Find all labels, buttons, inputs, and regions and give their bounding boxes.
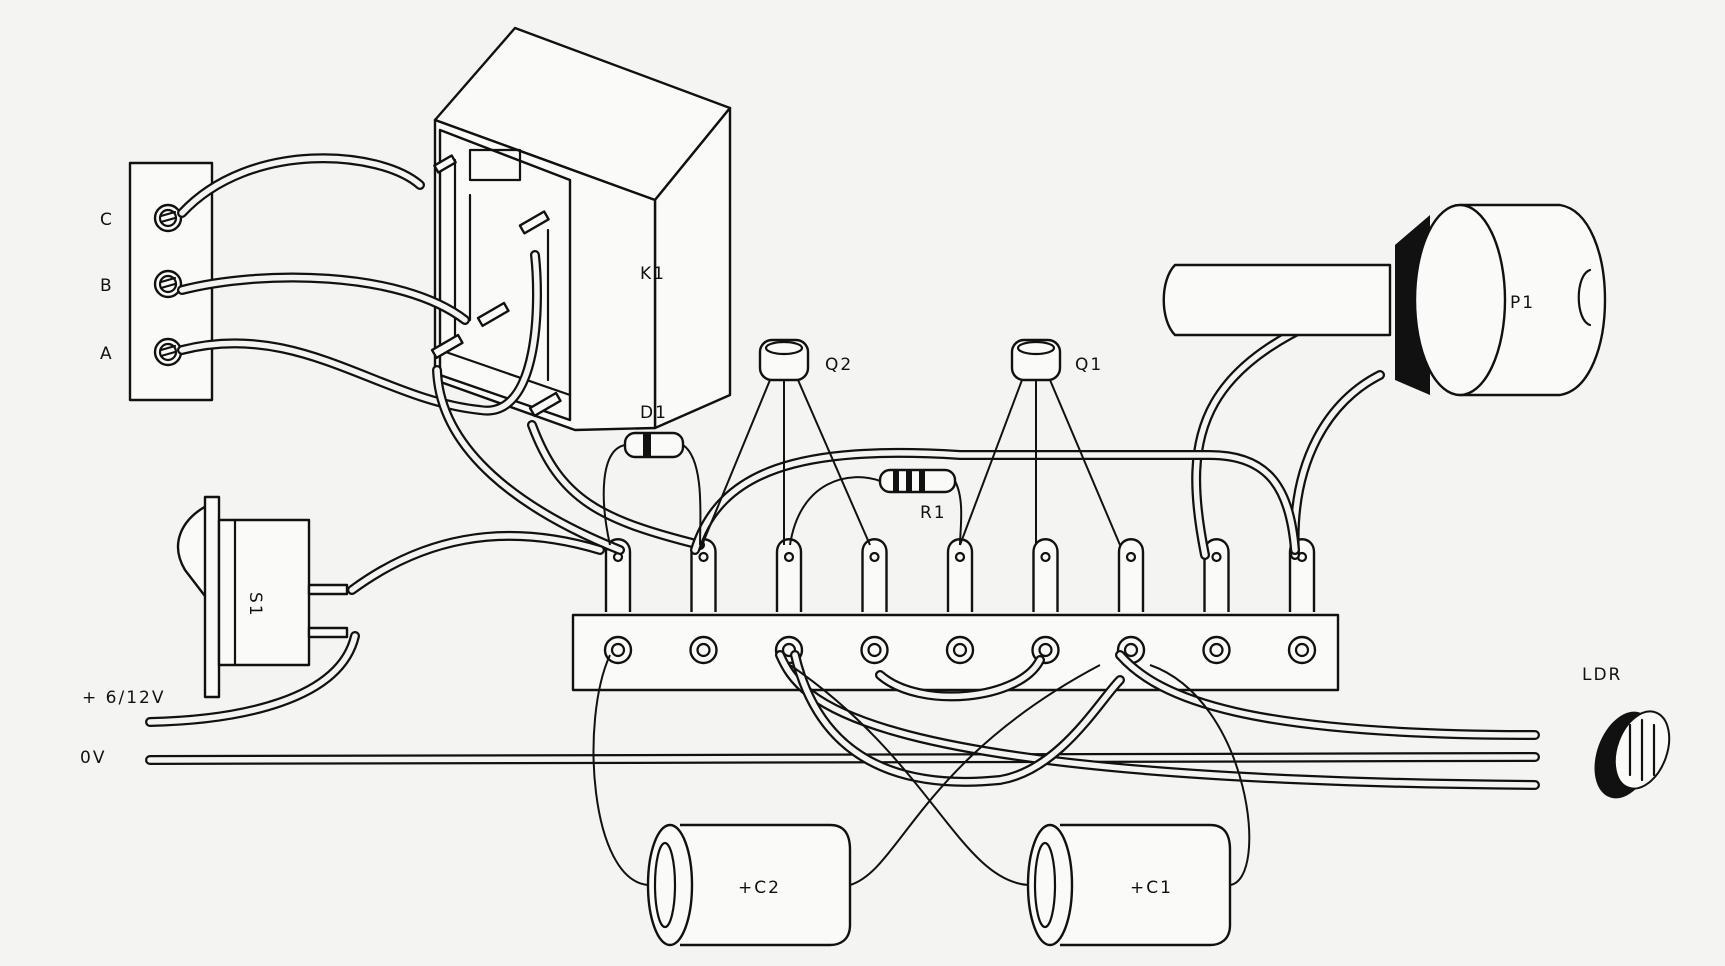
terminal-lug	[860, 538, 889, 665]
transistor-q1: Q1	[1010, 338, 1103, 382]
diode-d1: D1	[623, 403, 685, 459]
component-lead	[602, 444, 626, 546]
insulated-wire-core	[179, 252, 540, 414]
terminal-lug	[603, 538, 633, 665]
capacitor-c1: +C1	[1026, 823, 1232, 947]
potentiometer-p1: P1	[1162, 203, 1607, 397]
component-lead	[699, 379, 771, 551]
switch-s1: S1	[176, 495, 349, 699]
terminal-label-c: C	[100, 210, 114, 230]
ldr: LDR	[1582, 665, 1671, 799]
screw-terminal-a	[153, 337, 183, 367]
diode-label: D1	[640, 403, 668, 423]
resistor-r1: R1	[878, 468, 957, 523]
insulated-wire-core	[147, 633, 358, 725]
insulated-wire-core	[434, 367, 623, 553]
terminal-lug	[945, 538, 975, 665]
component-lead	[954, 480, 963, 546]
screw-terminal-b	[153, 269, 183, 299]
transistor-q2: Q2	[758, 338, 853, 382]
insulated-wire	[347, 530, 605, 595]
ldr-label: LDR	[1582, 665, 1622, 685]
insulated-wire-core	[692, 450, 1298, 553]
supply-ground-label: 0V	[80, 748, 106, 768]
capacitor-c2: +C2	[646, 823, 852, 947]
screw-terminal-c	[153, 203, 183, 233]
wires	[145, 153, 1540, 886]
insulated-wire-core	[349, 533, 603, 593]
terminal-lug	[774, 538, 804, 665]
insulated-wire-core	[1193, 297, 1373, 558]
insulated-wire-core	[777, 652, 1538, 788]
insulated-wire-core	[792, 652, 1123, 785]
terminal-lug	[1031, 538, 1060, 665]
relay-label: K1	[640, 264, 666, 284]
component-lead	[959, 379, 1023, 546]
component-lead	[849, 664, 1101, 886]
terminal-label-a: A	[100, 344, 114, 364]
insulated-wire-core	[1117, 652, 1538, 738]
terminal-lug	[689, 538, 718, 665]
component-lead	[1149, 664, 1251, 886]
c2-label: +C2	[738, 878, 781, 898]
c1-label: +C1	[1130, 878, 1173, 898]
terminal-strip	[571, 538, 1340, 692]
supply-positive-label: + 6/12V	[82, 688, 165, 708]
component-lead	[1049, 379, 1121, 546]
component-lead	[797, 379, 871, 546]
component-lead	[789, 476, 881, 546]
terminal-lug	[1116, 538, 1146, 665]
insulated-wire-core	[179, 274, 468, 323]
pot-label: P1	[1510, 293, 1535, 313]
component-lead	[682, 444, 702, 546]
terminal-label-b: B	[100, 276, 114, 296]
switch-label: S1	[245, 592, 265, 618]
resistor-label: R1	[920, 503, 947, 523]
insulated-wire-core	[147, 754, 1538, 763]
relay-k1: K1	[430, 26, 732, 432]
q2-label: Q2	[825, 355, 853, 375]
q1-label: Q1	[1075, 355, 1103, 375]
insulated-wire-core	[877, 657, 1043, 700]
insulated-wire-core	[529, 422, 703, 548]
insulated-wire-core	[179, 155, 423, 216]
component-lead	[789, 664, 1029, 886]
component-lead	[592, 654, 649, 886]
